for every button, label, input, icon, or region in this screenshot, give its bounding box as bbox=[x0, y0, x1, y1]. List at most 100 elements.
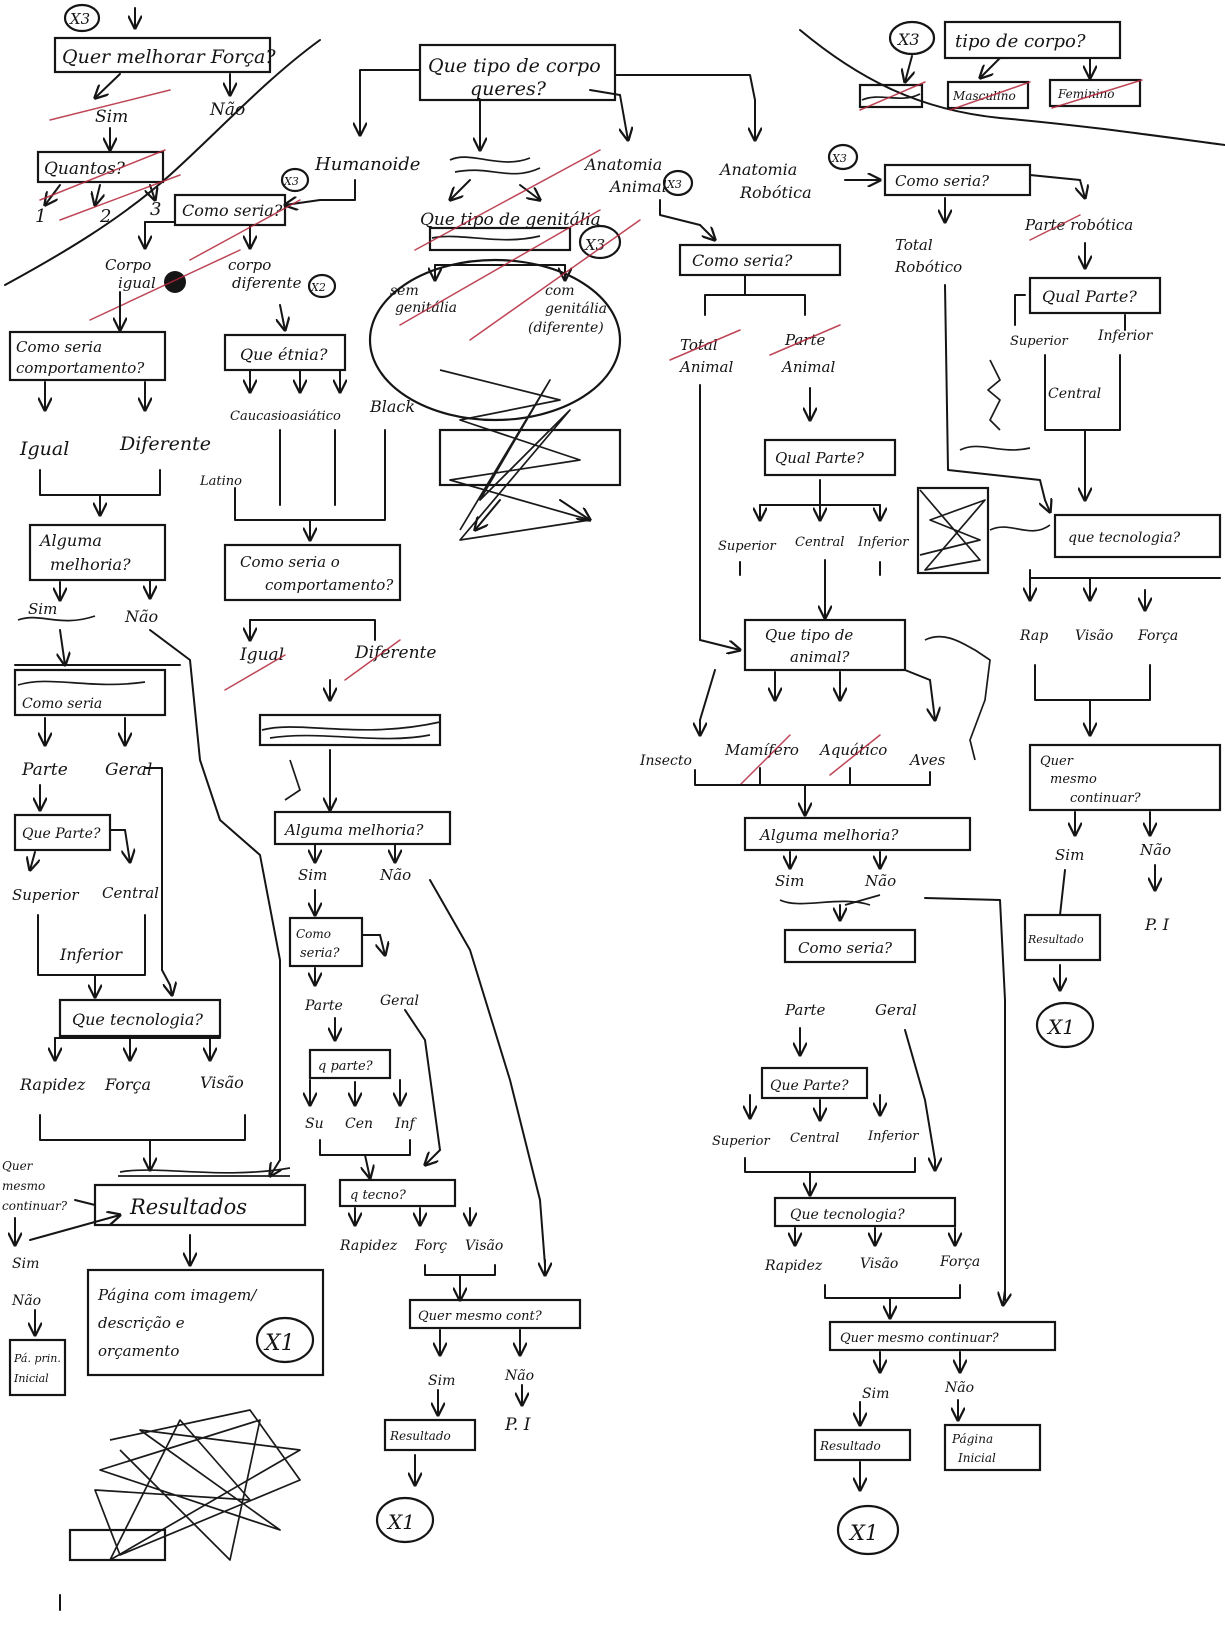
ethnic-no-label: Não bbox=[379, 866, 411, 884]
no-genital-line-2: genitália bbox=[395, 300, 457, 316]
animal-central-label: Central bbox=[795, 535, 844, 550]
merge-bracket bbox=[40, 470, 160, 495]
robotic-no-label: Não bbox=[1139, 841, 1171, 859]
ethnic-home-label: P. I bbox=[504, 1415, 531, 1435]
with-genital-line-1: com bbox=[545, 283, 575, 299]
arrow bbox=[380, 935, 385, 955]
arrow bbox=[1080, 180, 1085, 198]
mammal-label: Mamífero bbox=[724, 741, 799, 759]
improve-line-1: Alguma bbox=[38, 531, 102, 550]
with-genital-line-3: (diferente) bbox=[528, 320, 604, 336]
equal-body-line-1: Corpo bbox=[105, 256, 151, 274]
continue-line-1: Quer bbox=[2, 1159, 34, 1173]
x3-tag: X3 bbox=[283, 175, 299, 188]
inferior-label: Inferior bbox=[59, 945, 123, 964]
x1-tag: X1 bbox=[263, 1331, 295, 1356]
ethnic-which-part-text: q parte? bbox=[318, 1059, 374, 1074]
body-type-text: tipo de corpo? bbox=[955, 31, 1086, 52]
superior-label: Superior bbox=[12, 886, 79, 904]
animal-title-line-2: Animal bbox=[608, 177, 667, 196]
arrow bbox=[930, 680, 935, 720]
improve-line-2: melhoria? bbox=[50, 555, 131, 574]
animal-cen-label: Central bbox=[790, 1131, 839, 1146]
connector bbox=[320, 180, 355, 200]
animal-no-label: Não bbox=[864, 872, 896, 890]
scribble bbox=[440, 370, 590, 540]
arrow bbox=[700, 640, 740, 650]
part-label: Parte bbox=[21, 760, 68, 780]
robotic-branch: Anatomia Robótica X3 Como seria? Total R… bbox=[718, 145, 1220, 1047]
arrow bbox=[450, 180, 470, 200]
animal-how-text: Como seria? bbox=[692, 251, 793, 270]
scribble bbox=[990, 525, 1050, 531]
arrow bbox=[30, 1215, 120, 1240]
strength-question-text: Quer melhorar Força? bbox=[62, 46, 276, 68]
top-right-region: X3 tipo de corpo? Masculino Feminino bbox=[800, 22, 1225, 145]
strength-label: Força bbox=[104, 1075, 151, 1094]
yes-label: Sim bbox=[12, 1256, 39, 1272]
arrow bbox=[285, 200, 320, 205]
merge-lines bbox=[235, 430, 385, 520]
scribble bbox=[262, 722, 440, 739]
animal-tech-text: Que tecnologia? bbox=[790, 1207, 905, 1223]
ethnic-continue-text: Quer mesmo cont? bbox=[418, 1309, 543, 1324]
split-line bbox=[250, 620, 375, 640]
arrow bbox=[270, 1160, 280, 1176]
animal-continue-text: Quer mesmo continuar? bbox=[840, 1331, 1000, 1346]
x1-tag: X1 bbox=[1046, 1015, 1075, 1039]
ethnic-yes-label: Sim bbox=[298, 866, 327, 884]
final-page-line-3: orçamento bbox=[98, 1342, 179, 1360]
arrow bbox=[365, 1155, 370, 1178]
animal-vision-label: Visão bbox=[860, 1256, 898, 1272]
connector bbox=[945, 285, 1045, 500]
robotic-total-line-1: Total bbox=[895, 236, 933, 254]
ethnic-different-label: Diferente bbox=[354, 643, 436, 663]
tech-text: Que tecnologia? bbox=[72, 1010, 203, 1029]
no-label: Não bbox=[11, 1293, 41, 1309]
yes-label: Sim bbox=[95, 107, 128, 127]
animal-inf-label: Inferior bbox=[867, 1129, 919, 1144]
ethnic-how-line-1: Como bbox=[296, 927, 331, 941]
arrow bbox=[475, 500, 500, 530]
robotic-title-line-2: Robótica bbox=[739, 183, 812, 202]
split-line bbox=[1030, 570, 1220, 578]
connector bbox=[1060, 870, 1065, 915]
diff-body-line-2: diferente bbox=[232, 274, 302, 292]
animal-total-line-1: Total bbox=[680, 336, 718, 354]
connector bbox=[660, 200, 700, 225]
arrow bbox=[905, 56, 912, 82]
central-label: Central bbox=[102, 884, 159, 902]
arrow bbox=[425, 1150, 440, 1165]
arrow bbox=[560, 500, 590, 520]
animal-general-label: Geral bbox=[875, 1001, 917, 1019]
animal-no-label: Não bbox=[944, 1380, 974, 1396]
split-line bbox=[705, 275, 805, 315]
different-label: Diferente bbox=[119, 433, 211, 455]
arrow bbox=[60, 630, 65, 665]
bird-label: Aves bbox=[908, 751, 946, 769]
scribble bbox=[118, 1168, 290, 1176]
arrow bbox=[980, 58, 1000, 78]
scribble bbox=[95, 1410, 300, 1560]
humanoid-branch: X3 Humanoide Como seria? Corpo igual cor… bbox=[2, 154, 420, 1610]
with-genital-line-2: genitália bbox=[545, 301, 607, 317]
robotic-total-line-2: Robótico bbox=[894, 258, 962, 276]
connector bbox=[250, 372, 300, 390]
root-node: Que tipo de corpo queres? bbox=[360, 45, 755, 150]
robotic-inferior-label: Inferior bbox=[1097, 328, 1154, 344]
scribble bbox=[285, 760, 300, 800]
ethnic-behavior-line-1: Como seria o bbox=[240, 553, 340, 571]
merge-bracket bbox=[320, 1140, 410, 1155]
connector bbox=[615, 75, 755, 100]
robotic-superior-label: Superior bbox=[1010, 334, 1068, 349]
home-box bbox=[10, 1340, 65, 1395]
ethnic-part-label: Parte bbox=[304, 998, 343, 1014]
animal-branch: Anatomia Animal X3 Como seria? Total Ani… bbox=[583, 155, 1055, 1554]
how-text: Como seria bbox=[22, 696, 102, 712]
ethnic-inf-label: Inf bbox=[394, 1116, 418, 1132]
arrow bbox=[95, 185, 100, 205]
animal-type-line-2: animal? bbox=[790, 648, 850, 666]
scribble bbox=[925, 637, 990, 760]
connector bbox=[700, 670, 715, 720]
